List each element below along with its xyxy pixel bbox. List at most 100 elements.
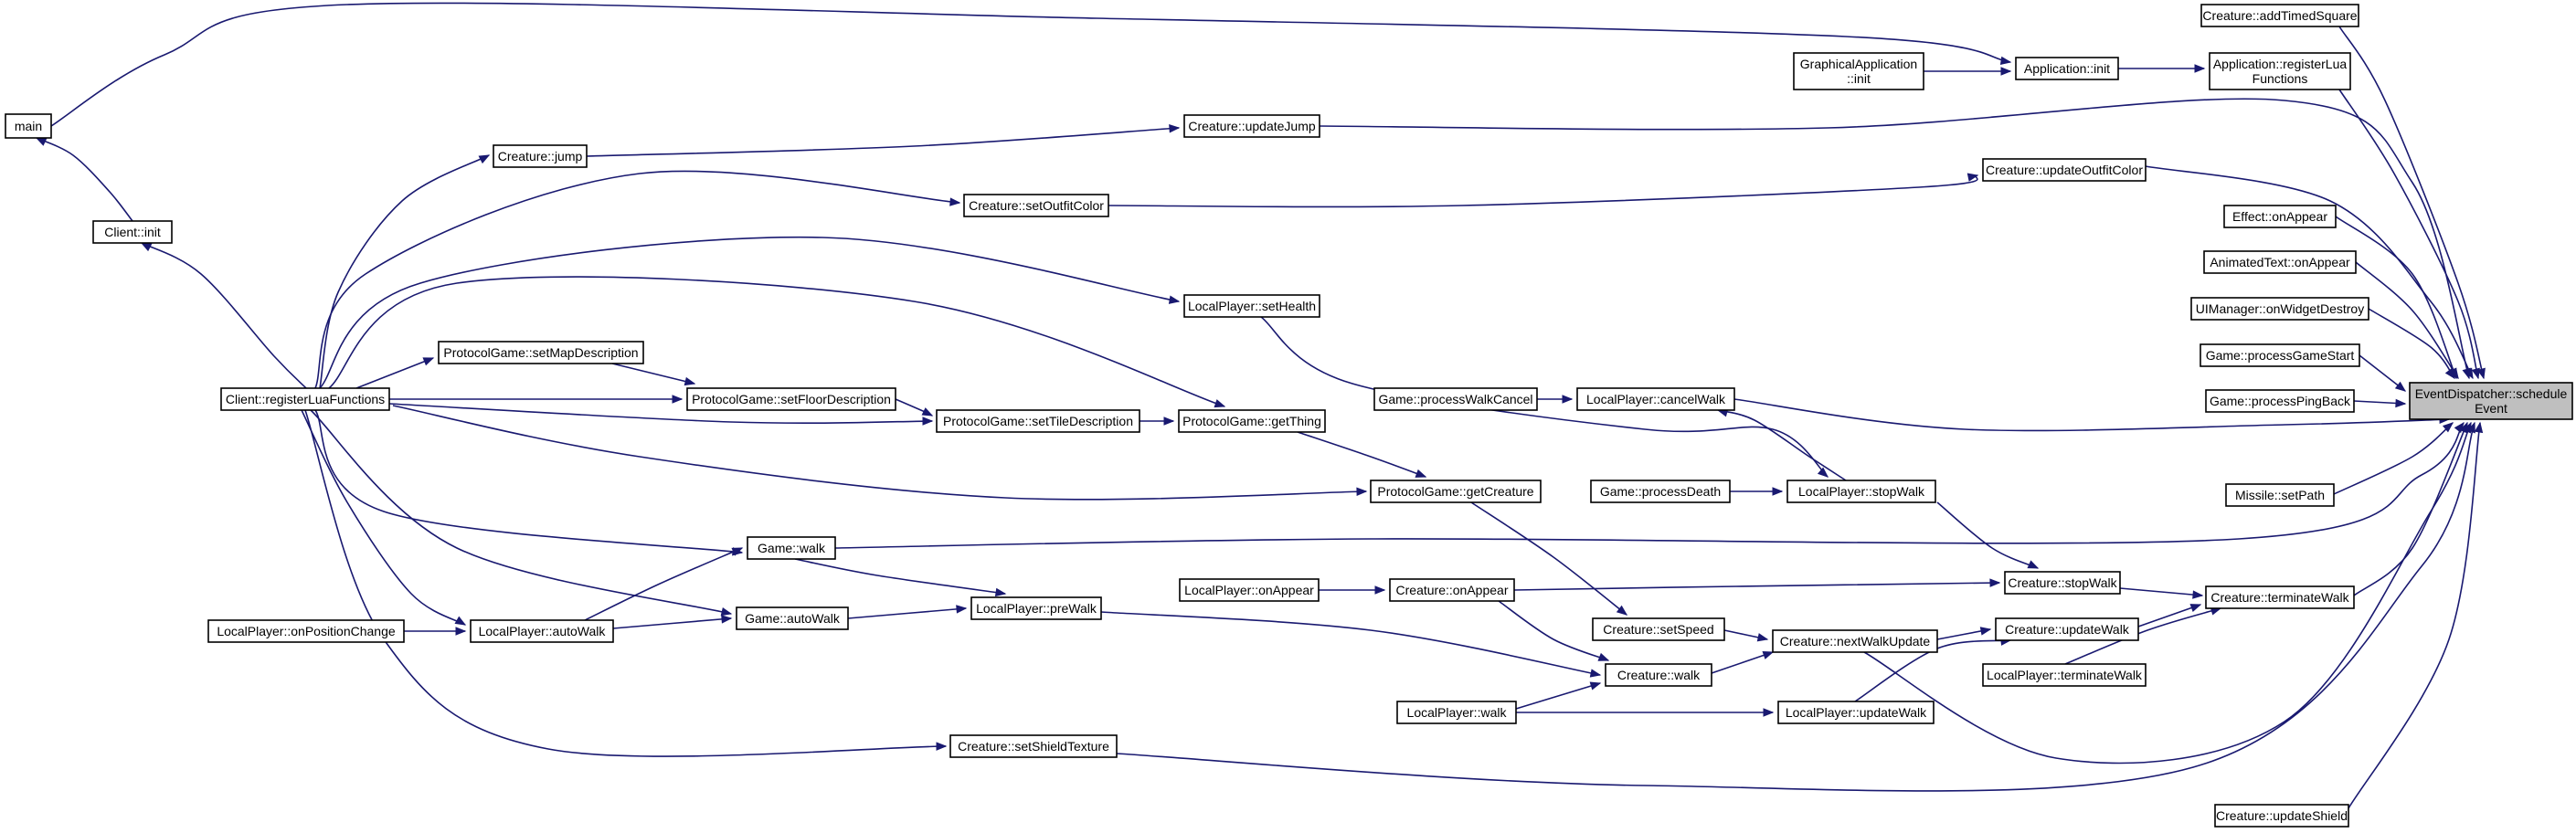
arrowhead bbox=[994, 587, 1007, 597]
node-box bbox=[493, 144, 588, 168]
function-node[interactable]: Game::processGameStart bbox=[2200, 343, 2360, 367]
function-node[interactable]: LocalPlayer::walk bbox=[1396, 701, 1517, 724]
function-node[interactable]: ProtocolGame::setFloorDescription bbox=[686, 387, 896, 411]
function-node[interactable]: Game::autoWalk bbox=[736, 606, 849, 630]
node-box bbox=[1179, 578, 1320, 602]
node-label: Creature::updateJump bbox=[1188, 119, 1316, 133]
function-node[interactable]: GraphicalApplication::init bbox=[1793, 52, 1924, 90]
function-node[interactable]: LocalPlayer::autoWalk bbox=[470, 619, 614, 643]
node-label: LocalPlayer::terminateWalk bbox=[1987, 668, 2143, 682]
node-box bbox=[92, 220, 173, 244]
call-edge-n11-n10 bbox=[1108, 174, 1978, 208]
arrowhead bbox=[1989, 578, 2001, 587]
call-edge-n19-n30 bbox=[1936, 501, 2039, 569]
call-edge-n36-n34 bbox=[1711, 651, 1774, 674]
function-node[interactable]: Missile::setPath bbox=[2225, 483, 2335, 507]
node-label: Game::walk bbox=[758, 541, 826, 555]
function-node[interactable]: Creature::setOutfitColor bbox=[963, 194, 1109, 217]
function-node[interactable]: AnimatedText::onAppear bbox=[2203, 250, 2357, 274]
function-node[interactable]: Client::registerLuaFunctions bbox=[220, 387, 390, 411]
arrowhead bbox=[2394, 381, 2407, 392]
call-edge-n8-n0 bbox=[1319, 98, 2470, 379]
function-node[interactable]: Creature::updateWalk bbox=[1995, 617, 2139, 641]
function-node[interactable]: Creature::setSpeed bbox=[1592, 617, 1725, 641]
function-node[interactable]: Client::init bbox=[92, 220, 173, 244]
node-box bbox=[1982, 663, 2147, 687]
function-node[interactable]: ProtocolGame::setMapDescription bbox=[438, 341, 644, 364]
function-node[interactable]: Creature::updateJump bbox=[1183, 114, 1320, 138]
node-box bbox=[2015, 57, 2119, 80]
node-box bbox=[470, 619, 614, 643]
function-node[interactable]: Creature::walk bbox=[1605, 663, 1712, 687]
function-node[interactable]: Game::processDeath bbox=[1590, 480, 1731, 503]
node-box bbox=[2203, 250, 2357, 274]
call-edge-n31-n36 bbox=[1498, 600, 1609, 661]
node-label: LocalPlayer::onAppear bbox=[1184, 583, 1314, 597]
function-node[interactable]: Creature::updateShield bbox=[2214, 804, 2349, 828]
function-node[interactable]: ProtocolGame::getThing bbox=[1178, 409, 1326, 433]
node-label: Application::init bbox=[2024, 61, 2110, 76]
function-node[interactable]: Game::walk bbox=[747, 536, 836, 560]
call-edge-n13-n0 bbox=[2355, 261, 2459, 379]
function-node[interactable]: LocalPlayer::preWalk bbox=[970, 596, 1102, 620]
node-label: main bbox=[15, 119, 42, 133]
call-edge-n21-n19 bbox=[1260, 316, 1829, 478]
call-edge-n7-n38 bbox=[310, 409, 732, 615]
function-node[interactable]: Effect::onAppear bbox=[2223, 205, 2337, 228]
call-edge-n41-n36 bbox=[1515, 682, 1601, 710]
call-edge-n7-n26 bbox=[355, 357, 434, 389]
function-node[interactable]: Creature::stopWalk bbox=[2004, 571, 2121, 595]
arrowhead bbox=[2189, 604, 2202, 612]
function-node[interactable]: LocalPlayer::terminateWalk bbox=[1982, 663, 2147, 687]
arrowhead bbox=[2474, 421, 2484, 434]
function-node[interactable]: Creature::updateOutfitColor bbox=[1982, 158, 2147, 182]
function-node[interactable]: LocalPlayer::setHealth bbox=[1183, 294, 1320, 318]
function-node[interactable]: UIManager::onWidgetDestroy bbox=[2190, 297, 2369, 321]
function-node[interactable]: Game::processPingBack bbox=[2205, 389, 2355, 413]
function-node[interactable]: Creature::onAppear bbox=[1389, 578, 1515, 602]
function-node[interactable]: ProtocolGame::getCreature bbox=[1370, 480, 1542, 503]
node-box bbox=[963, 194, 1109, 217]
function-node[interactable]: Creature::setShieldTexture bbox=[949, 734, 1118, 758]
arrowhead bbox=[2395, 398, 2407, 408]
call-edge-n30-n29 bbox=[2119, 587, 2203, 596]
arrowhead bbox=[1756, 633, 1769, 642]
function-node[interactable]: LocalPlayer::onAppear bbox=[1179, 578, 1320, 602]
node-box bbox=[1396, 701, 1517, 724]
call-edge-n7-n28 bbox=[314, 409, 743, 554]
arrowhead bbox=[1169, 123, 1181, 133]
function-nodes: EventDispatcher::scheduleEventCreature::… bbox=[5, 4, 2573, 828]
function-node[interactable]: Creature::addTimedSquare bbox=[2200, 4, 2359, 27]
function-node[interactable]: ProtocolGame::setTileDescription bbox=[936, 409, 1140, 433]
node-box bbox=[2205, 389, 2355, 413]
call-edge-n26-n25 bbox=[611, 363, 695, 385]
function-node[interactable]: Creature::jump bbox=[493, 144, 588, 168]
function-node[interactable]: LocalPlayer::cancelWalk bbox=[1576, 387, 1735, 411]
arrowhead bbox=[2000, 67, 2012, 76]
arrowhead bbox=[2027, 560, 2040, 569]
function-node[interactable]: LocalPlayer::updateWalk bbox=[1777, 701, 1935, 724]
function-node[interactable]: Application::registerLuaFunctions bbox=[2209, 52, 2351, 90]
node-label: Creature::setSpeed bbox=[1603, 622, 1713, 637]
node-label: Game::processGameStart bbox=[2206, 348, 2355, 363]
function-node[interactable]: LocalPlayer::stopWalk bbox=[1786, 480, 1936, 503]
node-label: ::init bbox=[1847, 71, 1871, 86]
node-box bbox=[2190, 297, 2369, 321]
arrowhead bbox=[1762, 650, 1775, 659]
function-node[interactable]: Creature::nextWalkUpdate bbox=[1772, 629, 1938, 653]
function-node[interactable]: Application::init bbox=[2015, 57, 2119, 80]
node-box bbox=[207, 619, 405, 643]
node-label: Creature::updateWalk bbox=[2005, 622, 2130, 637]
node-box bbox=[1982, 158, 2147, 182]
call-edge-n29-n0 bbox=[2353, 422, 2468, 596]
node-label: Creature::onAppear bbox=[1396, 583, 1509, 597]
function-node[interactable]: LocalPlayer::onPositionChange bbox=[207, 619, 405, 643]
call-edge-n1-n0 bbox=[2338, 26, 2485, 379]
call-edge-n34-n0 bbox=[1863, 422, 2472, 764]
function-node[interactable]: main bbox=[5, 113, 52, 139]
function-node[interactable]: Creature::terminateWalk bbox=[2205, 585, 2355, 609]
function-node[interactable]: Game::processWalkCancel bbox=[1373, 387, 1538, 411]
node-label: GraphicalApplication bbox=[1800, 57, 1917, 71]
